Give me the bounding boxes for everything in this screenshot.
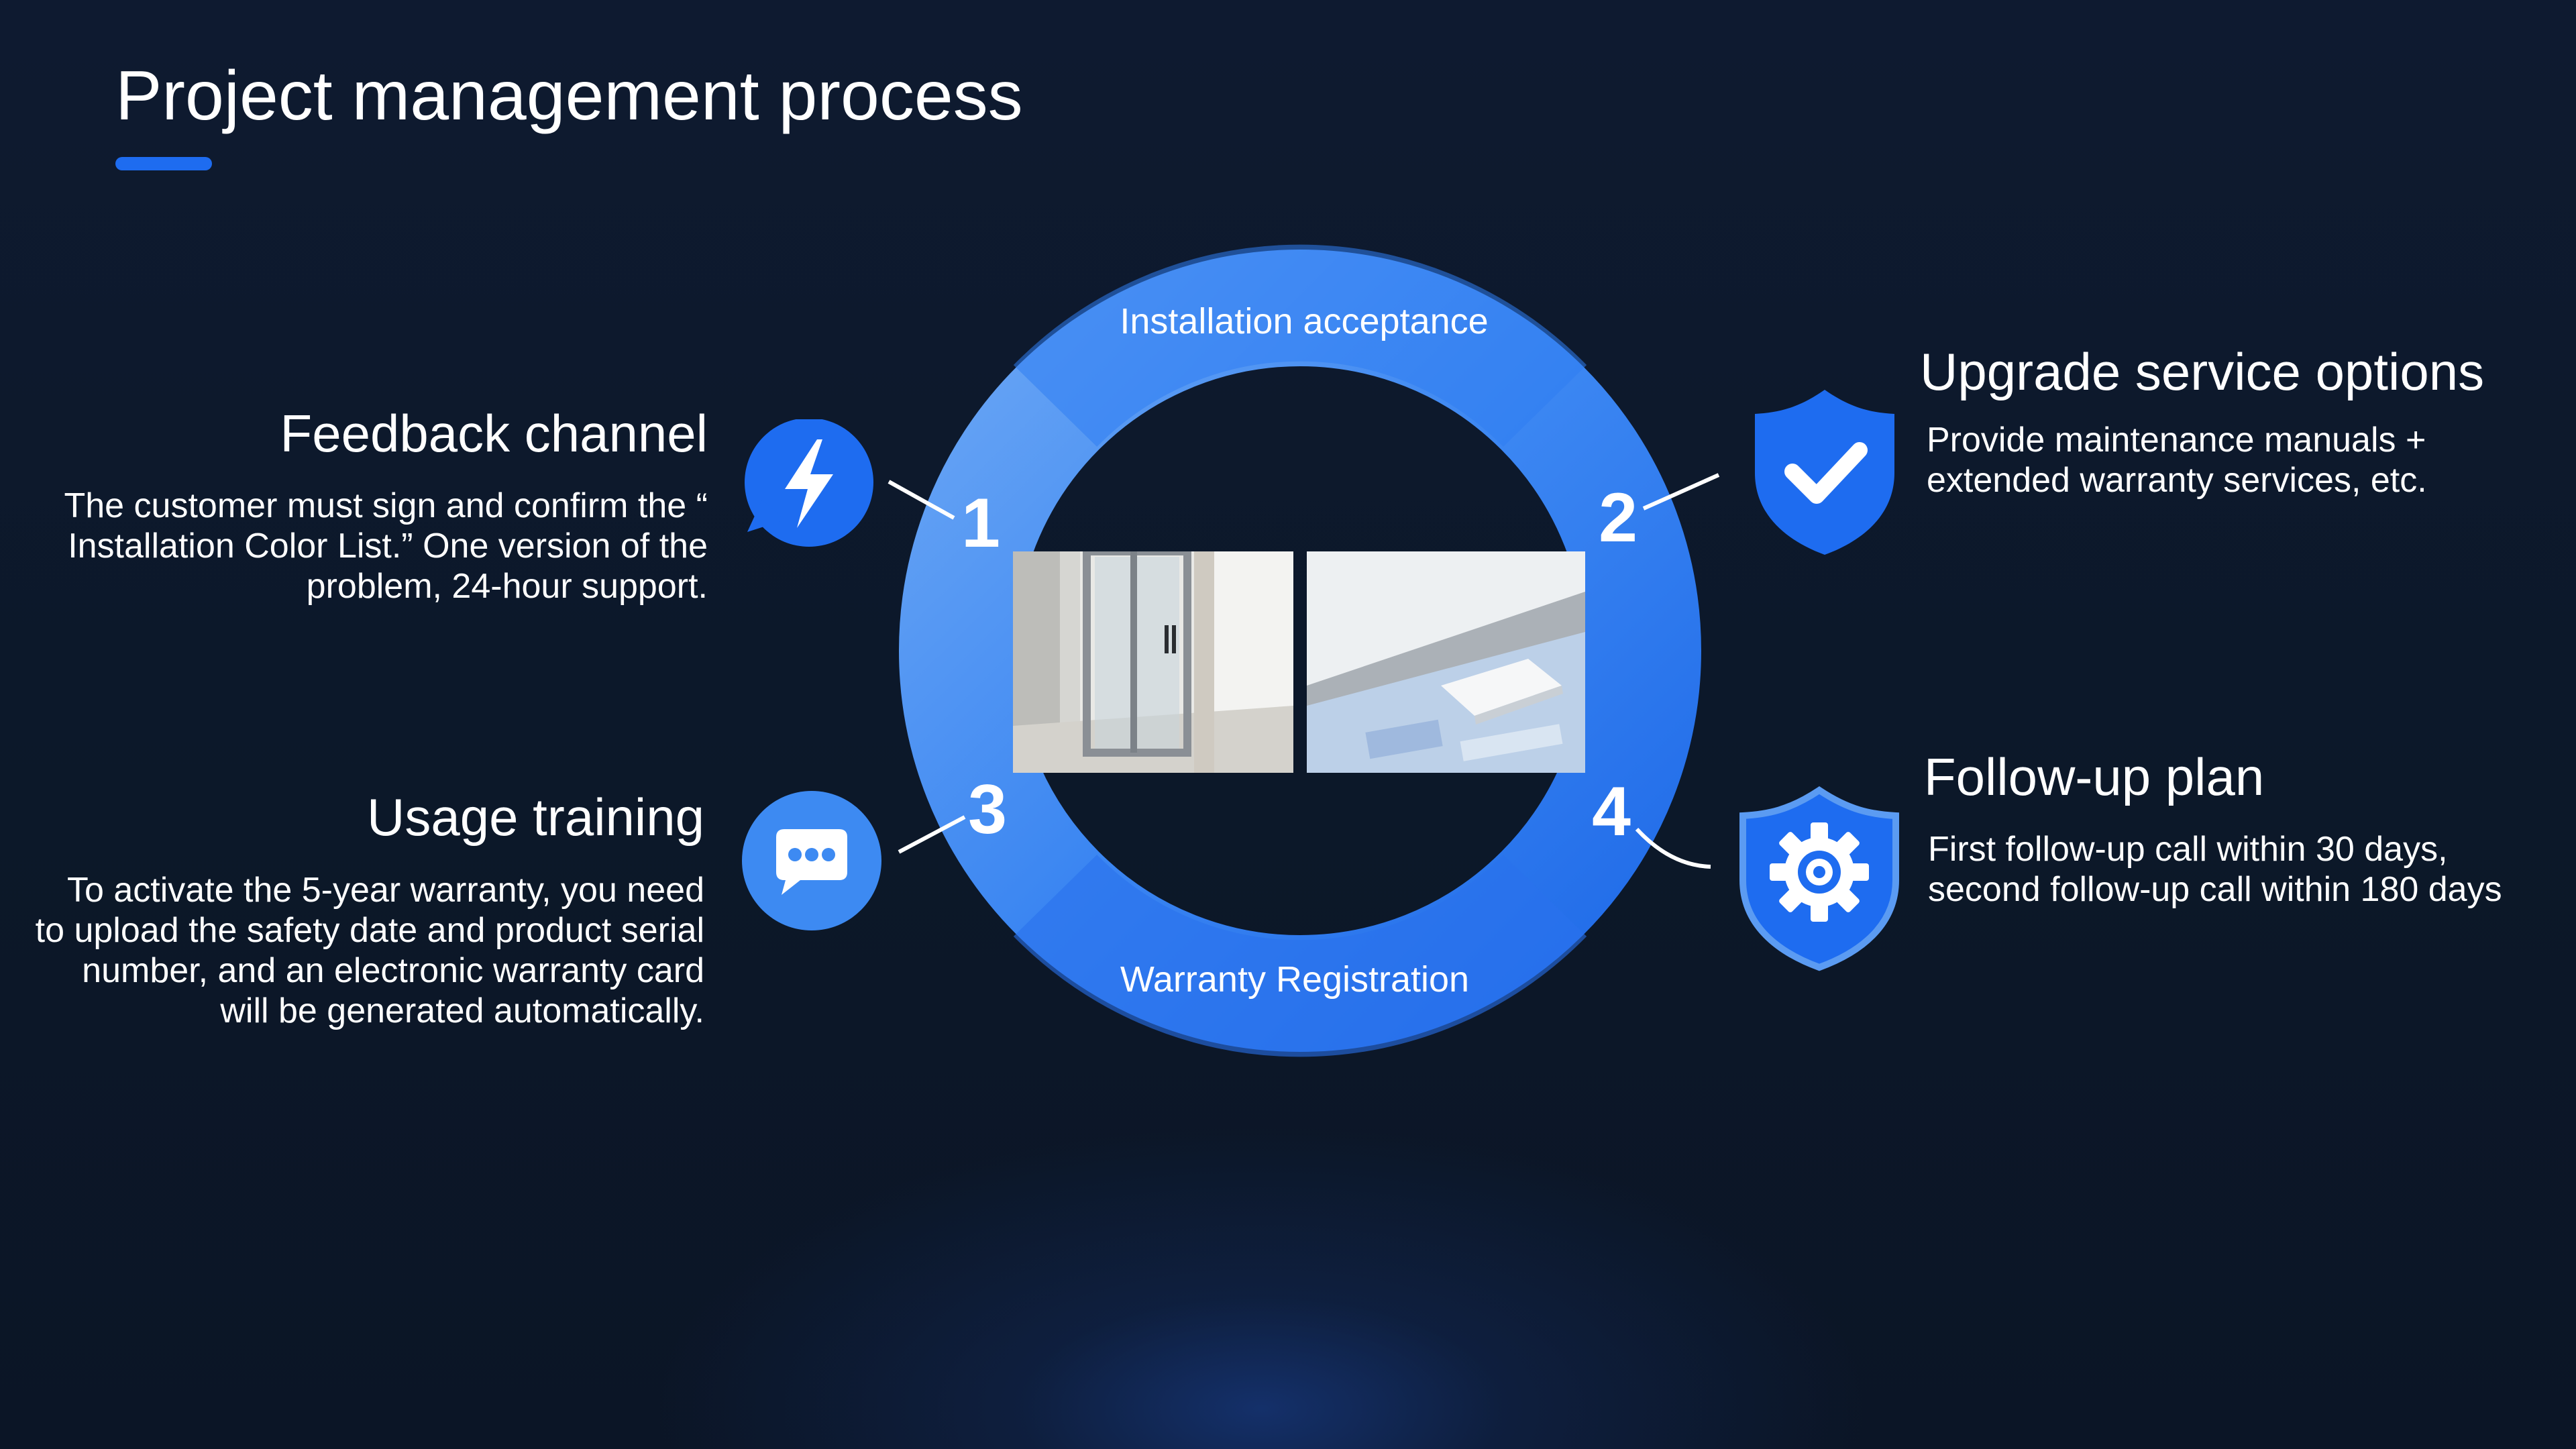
warranty-document-photo — [1307, 551, 1585, 773]
usage-training-heading: Usage training — [367, 788, 704, 847]
upgrade-service-description: Provide maintenance manuals + extended w… — [1927, 421, 2427, 500]
upgrade-service-heading: Upgrade service options — [1920, 342, 2485, 401]
step-number-3: 3 — [968, 771, 1007, 849]
connector-line-2 — [1642, 473, 1720, 511]
connector-line-3 — [898, 815, 966, 854]
door-photo — [1013, 551, 1293, 773]
usage-training-description: To activate the 5-year warranty, you nee… — [35, 871, 704, 1030]
shield-check-icon — [1755, 390, 1894, 555]
ring-label-top: Installation acceptance — [1120, 301, 1489, 341]
chat-bubble-icon — [742, 791, 881, 930]
step-number-1: 1 — [961, 484, 1000, 562]
title-underline — [115, 157, 212, 170]
feedback-channel-description: The customer must sign and confirm the “… — [64, 486, 708, 606]
shield-gear-icon — [1739, 786, 1899, 971]
ring-segment-top — [1013, 244, 1587, 447]
step-number-2: 2 — [1599, 479, 1638, 557]
follow-up-plan-description: First follow-up call within 30 days, sec… — [1928, 830, 2502, 909]
page-title: Project management process — [115, 57, 1023, 135]
follow-up-plan-heading: Follow-up plan — [1924, 747, 2265, 806]
ring-segment-bottom — [1013, 854, 1587, 1057]
step-number-4: 4 — [1592, 773, 1631, 851]
connector-line-1 — [888, 480, 955, 520]
ring-label-bottom: Warranty Registration — [1120, 959, 1470, 1000]
lightning-bolt-chat-icon — [745, 419, 873, 547]
connector-line-4 — [1635, 827, 1711, 869]
feedback-channel-heading: Feedback channel — [280, 404, 708, 463]
